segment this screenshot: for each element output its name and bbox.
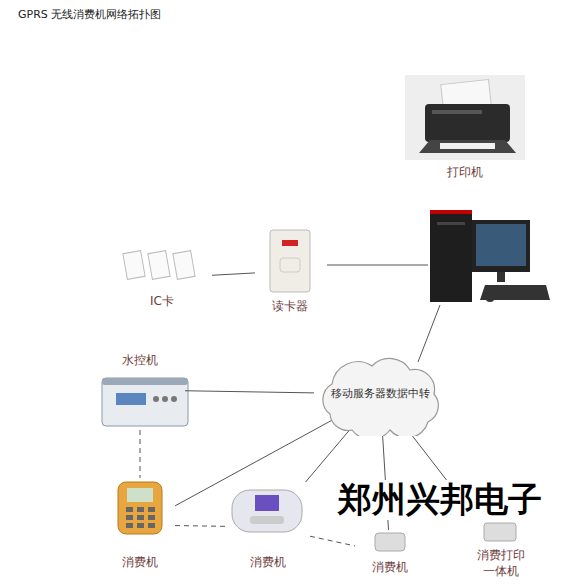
pos-icon [375, 533, 405, 551]
dashed-link [310, 536, 355, 546]
watermark: 郑州兴邦电子 [334, 480, 546, 520]
card-reader-icon [270, 230, 310, 292]
network-link [185, 391, 314, 393]
water-controller-icon [171, 396, 177, 402]
water-controller-icon [153, 396, 159, 402]
dashed-link [140, 430, 141, 478]
ic-card-icons [148, 251, 170, 280]
network-link [212, 273, 255, 275]
handheld-pos-icon [127, 488, 153, 502]
desk-pos-icon [232, 490, 302, 532]
computer-icon [497, 272, 505, 282]
device-label: 打印机 [447, 164, 483, 180]
device-label: 读卡器 [272, 298, 308, 314]
print-pos-icon [484, 523, 516, 541]
desk-pos-icon [250, 516, 284, 524]
computer-icon [327, 210, 550, 362]
handheld-pos-icon [148, 507, 155, 512]
water-controller-icon [116, 393, 146, 405]
pos-node: 消费机 [105, 478, 175, 572]
device-label: 消费机 [372, 559, 408, 575]
water-controller-icon [102, 378, 188, 385]
cloud-outline [323, 358, 438, 436]
handheld-pos-icon [118, 482, 162, 534]
water-controller-icon [162, 396, 168, 402]
desk-pos-icon [232, 490, 302, 532]
ic-card-icons [123, 251, 145, 280]
printer-icon [425, 104, 510, 142]
network-link [306, 427, 353, 482]
handheld-pos-icon [148, 515, 155, 520]
printer-icon [405, 75, 525, 160]
card-reader-icon [282, 240, 298, 246]
handheld-pos-icon [118, 482, 162, 534]
card-reader-icon [270, 230, 310, 292]
printer-node: 打印机 [405, 75, 525, 182]
ic-card-node: IC卡 [112, 245, 212, 311]
computer-icon [486, 296, 494, 302]
handheld-pos-icon [126, 523, 133, 528]
ic-card-icons [123, 251, 195, 280]
desk-pos-icon [255, 495, 279, 511]
device-label: 消费打印一体机 [472, 547, 530, 579]
computer-icon [437, 222, 465, 225]
ic-card-icons [173, 251, 195, 280]
diagram-title: GPRS 无线消费机网络拓扑图 [18, 7, 161, 22]
pos-icon [375, 533, 405, 551]
printer-icon [405, 75, 525, 160]
handheld-pos-icon [148, 523, 155, 528]
card-reader-node: 读卡器 [255, 226, 325, 316]
device-label: 水控机 [122, 352, 158, 368]
computer-icon [430, 210, 472, 214]
computer-icon [418, 305, 440, 362]
handheld-pos-icon [137, 523, 144, 528]
handheld-pos-icon [137, 507, 144, 512]
computer-icon [430, 210, 472, 302]
computer-icon [472, 220, 530, 272]
handheld-pos-icon [137, 515, 144, 520]
handheld-pos-icon [126, 515, 133, 520]
device-label: IC卡 [150, 293, 174, 309]
dashed-link [175, 525, 225, 527]
card-reader-icon [280, 258, 300, 272]
water-controller-icon [102, 378, 188, 426]
cloud-label: 移动服务器数据中转 [331, 387, 430, 402]
computer-icon [327, 265, 428, 266]
pos-node: 消费机 [225, 482, 310, 572]
printer-icon [419, 140, 516, 153]
device-label: 消费机 [122, 554, 158, 570]
device-label: 消费机 [250, 554, 286, 570]
print-pos-node: 消费打印一体机 [470, 520, 532, 581]
handheld-pos-icon [126, 507, 133, 512]
server-cloud: 移动服务器数据中转 [310, 352, 450, 436]
network-link [175, 419, 333, 505]
print-pos-icon [484, 523, 516, 541]
water-controller-node: 水控机 [95, 350, 185, 430]
printer-icon [432, 110, 482, 114]
water-controller-icon [102, 378, 188, 426]
computer-icon [476, 224, 526, 266]
printer-icon [440, 143, 495, 149]
pos-node: 消费机 [355, 530, 425, 577]
